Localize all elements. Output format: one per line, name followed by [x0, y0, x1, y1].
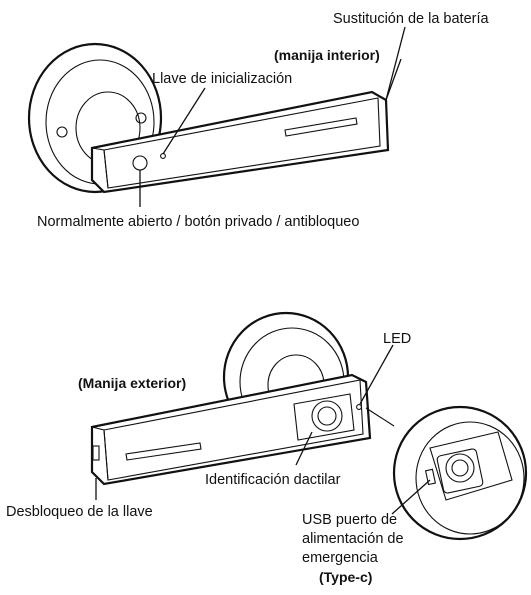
interior-screw-right	[135, 112, 147, 124]
reset-leader	[162, 87, 206, 155]
interior-lever-slot	[284, 117, 358, 137]
exterior-handle-drawing	[90, 311, 372, 486]
battery-label: Sustitución de la batería	[333, 11, 490, 27]
interior-handle-label: (manija interior)	[274, 47, 380, 63]
interior-screw-left	[56, 126, 68, 138]
led-leader	[359, 344, 394, 405]
reset-key-label: Llave de inicialización	[152, 71, 292, 87]
inset-sensor-frame	[436, 448, 484, 494]
inset-sensor-ring	[445, 453, 475, 483]
handle-leader	[385, 58, 402, 101]
usb-label-line2: alimentación de	[302, 531, 404, 547]
usb-c-port	[424, 468, 437, 486]
fingerprint-leader	[295, 431, 313, 466]
key-cylinder	[92, 445, 100, 461]
exterior-lever-body	[90, 373, 372, 486]
interior-leaders	[139, 26, 406, 207]
exterior-handle-label: (Manija exterior)	[78, 375, 186, 391]
battery-leader	[385, 26, 406, 101]
usb-type-label: (Type-c)	[319, 569, 372, 585]
usb-leader	[391, 479, 431, 515]
fingerprint-module	[293, 393, 355, 441]
usb-label-line3: emergencia	[302, 550, 379, 566]
key-unlock-label: Desbloqueo de la llave	[6, 504, 153, 520]
inset-circle	[392, 405, 528, 541]
interior-lever-body	[90, 90, 390, 194]
exterior-lever-slot	[125, 442, 202, 461]
interior-handle-drawing	[27, 42, 390, 194]
usb-label-line1: USB puerto de	[302, 512, 397, 528]
privacy-button-label: Normalmente abierto / botón privado / an…	[37, 214, 359, 230]
led-label: LED	[383, 331, 411, 347]
exterior-leaders	[95, 344, 431, 515]
led-indicator	[356, 404, 362, 410]
inset-sensor	[451, 459, 469, 477]
inset-lever-end	[429, 431, 513, 501]
fingerprint-sensor-ring	[311, 400, 343, 432]
fingerprint-sensor	[317, 406, 337, 426]
usb-inset	[392, 405, 528, 541]
fingerprint-label: Identificación dactilar	[205, 472, 341, 488]
